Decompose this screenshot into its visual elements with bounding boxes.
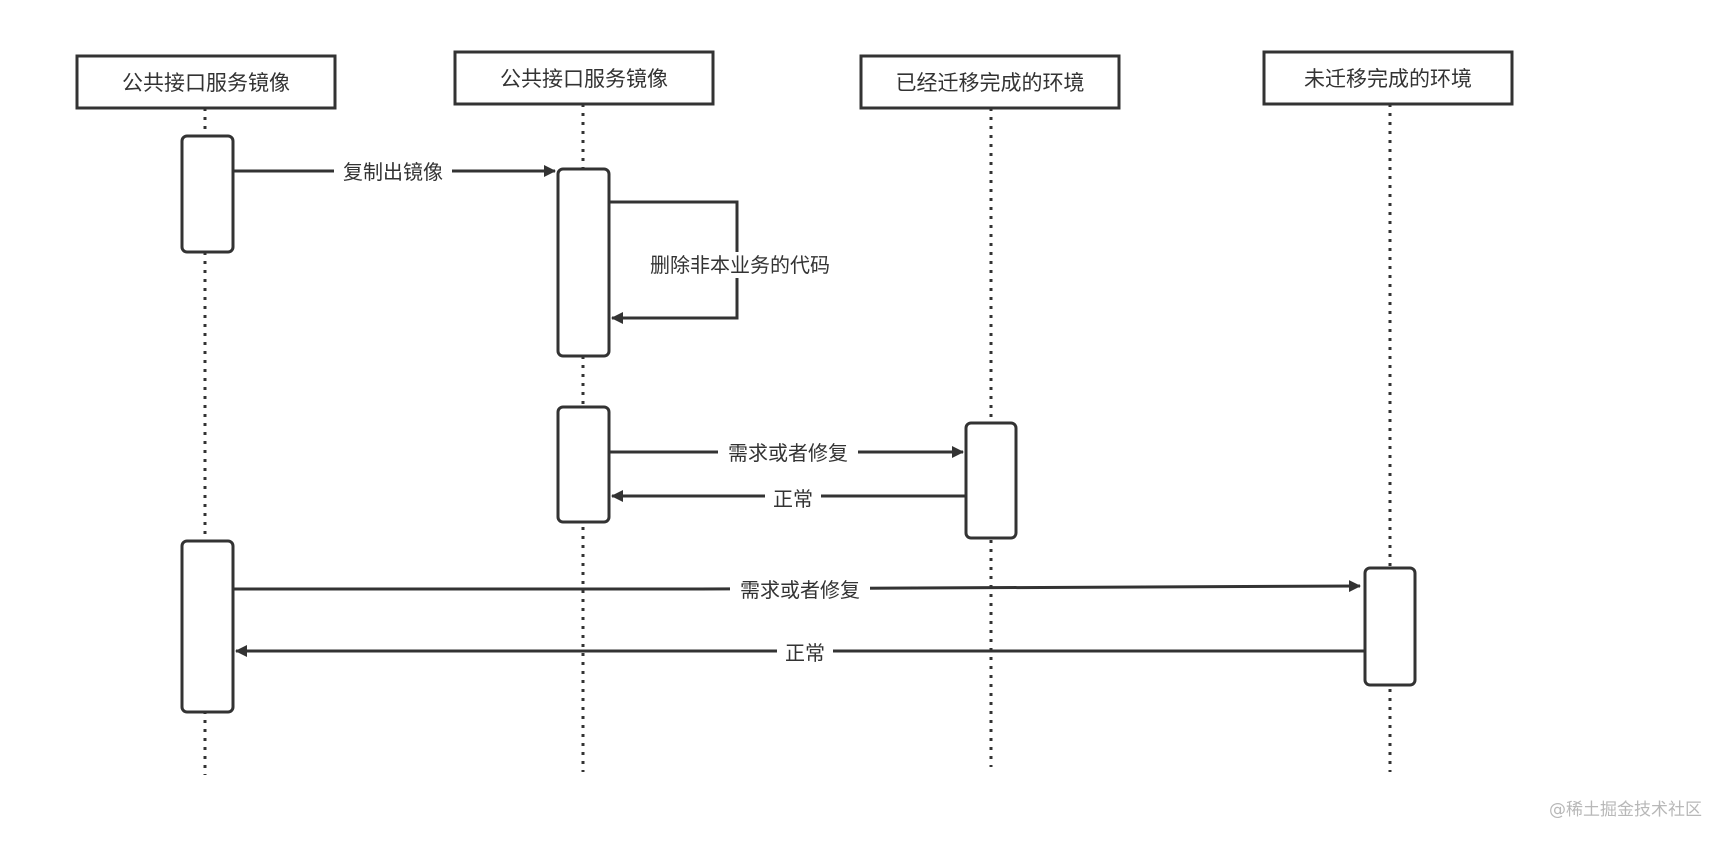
message-label: 需求或者修复 xyxy=(740,578,860,602)
message-label: 正常 xyxy=(785,641,825,665)
activation-p4-1 xyxy=(1363,566,1417,687)
watermark: @稀土掘金技术社区 xyxy=(1549,800,1702,820)
message-normal-p4: 正常 xyxy=(235,638,1365,665)
activation-p1-1 xyxy=(180,134,235,254)
message-label: 复制出镜像 xyxy=(343,160,443,184)
message-label: 删除非本业务的代码 xyxy=(650,253,830,277)
message-label: 需求或者修复 xyxy=(728,441,848,465)
activation-p2-1 xyxy=(556,167,611,358)
message-request-or-fix-p4: 需求或者修复 xyxy=(233,575,1361,602)
participant-p2[interactable]: 公共接口服务镜像 xyxy=(453,50,715,106)
participant-label: 公共接口服务镜像 xyxy=(122,71,290,95)
participant-label: 公共接口服务镜像 xyxy=(500,67,668,91)
participant-label: 已经迁移完成的环境 xyxy=(896,71,1085,95)
message-self-delete-code: 删除非本业务的代码 xyxy=(609,200,840,324)
activation-p2-2 xyxy=(556,405,611,524)
participant-p4[interactable]: 未迁移完成的环境 xyxy=(1262,50,1514,106)
message-copy-image: 复制出镜像 xyxy=(233,158,556,184)
message-request-or-fix-p3: 需求或者修复 xyxy=(609,439,964,465)
message-label: 正常 xyxy=(773,487,813,511)
participant-p1[interactable]: 公共接口服务镜像 xyxy=(75,54,337,110)
participant-p3[interactable]: 已经迁移完成的环境 xyxy=(859,54,1121,110)
message-normal-p3: 正常 xyxy=(611,484,966,511)
activation-p1-2 xyxy=(180,539,235,714)
activation-p3-1 xyxy=(964,421,1018,540)
participant-label: 未迁移完成的环境 xyxy=(1304,67,1472,91)
